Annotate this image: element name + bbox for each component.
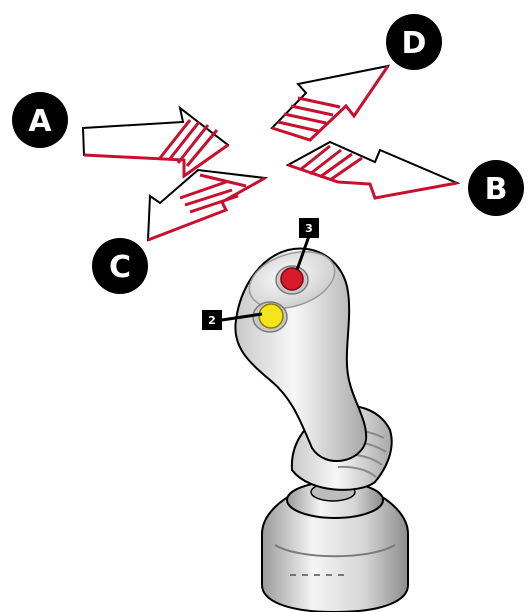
label-a: A	[12, 92, 68, 148]
button-3-red	[276, 266, 308, 294]
svg-text:B: B	[485, 172, 508, 207]
button-2-yellow	[253, 302, 287, 332]
arrow-a-left	[83, 108, 228, 176]
arrow-d-up-right	[272, 66, 388, 140]
arrow-b-down-right	[288, 142, 457, 198]
svg-text:A: A	[28, 104, 52, 139]
label-b: B	[468, 160, 524, 216]
label-d: D	[386, 14, 442, 70]
svg-text:2: 2	[208, 314, 216, 327]
arrow-c-down-left	[148, 170, 265, 240]
joystick-icon	[235, 242, 408, 612]
svg-text:C: C	[109, 250, 131, 285]
svg-text:D: D	[402, 26, 427, 61]
label-c: C	[92, 238, 148, 294]
svg-text:3: 3	[305, 222, 313, 235]
